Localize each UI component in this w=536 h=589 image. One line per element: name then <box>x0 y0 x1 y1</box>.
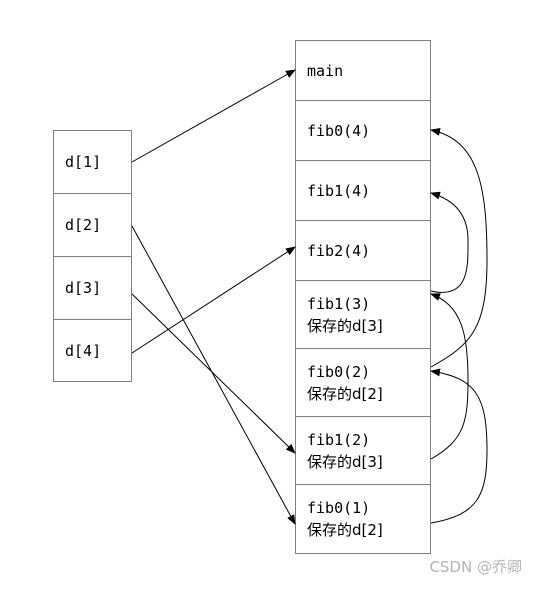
watermark-text: CSDN @乔卿 <box>429 558 522 576</box>
d-cell-label: d[3] <box>65 279 102 297</box>
arrow-d1-to-main <box>131 69 296 163</box>
stack-frame-fib1-2: fib1(2) 保存的d[3] <box>296 417 430 485</box>
stack-frame-main: main <box>296 41 430 101</box>
d-cell-1: d[1] <box>54 131 131 194</box>
stack-frame-fib1-3: fib1(3) 保存的d[3] <box>296 281 430 349</box>
stack-frame-fib0-2: fib0(2) 保存的d[2] <box>296 349 430 417</box>
frame-label: fib1(3) <box>307 294 371 313</box>
arrow-fib0-1-to-fib0-2 <box>430 368 488 524</box>
arrow-d3-to-fib1-2 <box>131 293 296 454</box>
d-cell-label: d[4] <box>65 341 102 360</box>
stack-frame-fib0-1: fib0(1) 保存的d[2] <box>296 485 430 553</box>
d-cell-4: d[4] <box>54 320 131 381</box>
arrow-d2-to-fib0-1 <box>131 225 296 525</box>
arrow-fib1-3-to-fib1-4 <box>430 191 469 293</box>
frame-label: fib0(4) <box>307 121 371 140</box>
d-array: d[1] d[2] d[3] d[4] <box>53 130 132 382</box>
d-cell-3: d[3] <box>54 257 131 320</box>
frame-label: fib1(2) <box>307 430 371 449</box>
d-cell-label: d[2] <box>65 216 102 234</box>
stack-frame-fib0-4: fib0(4) <box>296 101 430 161</box>
d-cell-label: d[1] <box>65 153 102 171</box>
frame-label: fib0(2) <box>307 362 371 381</box>
arrow-d4-to-fib2-4 <box>131 246 296 354</box>
frame-note: 保存的d[2] <box>307 521 383 539</box>
d-cell-2: d[2] <box>54 194 131 257</box>
arrow-fib0-2-to-fib0-4 <box>430 127 488 368</box>
stack-frame-fib1-4: fib1(4) <box>296 161 430 221</box>
frame-label: main <box>307 61 344 80</box>
frame-label: fib0(1) <box>307 499 371 517</box>
call-stack: main fib0(4) fib1(4) fib2(4) fib1(3) 保存的… <box>295 40 431 554</box>
frame-note: 保存的d[3] <box>307 316 383 335</box>
frame-label: fib1(4) <box>307 181 371 200</box>
arrow-fib1-2-to-fib1-3 <box>430 293 469 460</box>
stack-frame-fib2-4: fib2(4) <box>296 221 430 281</box>
frame-label: fib2(4) <box>307 241 371 260</box>
frame-note: 保存的d[3] <box>307 452 383 471</box>
frame-note: 保存的d[2] <box>307 384 383 403</box>
